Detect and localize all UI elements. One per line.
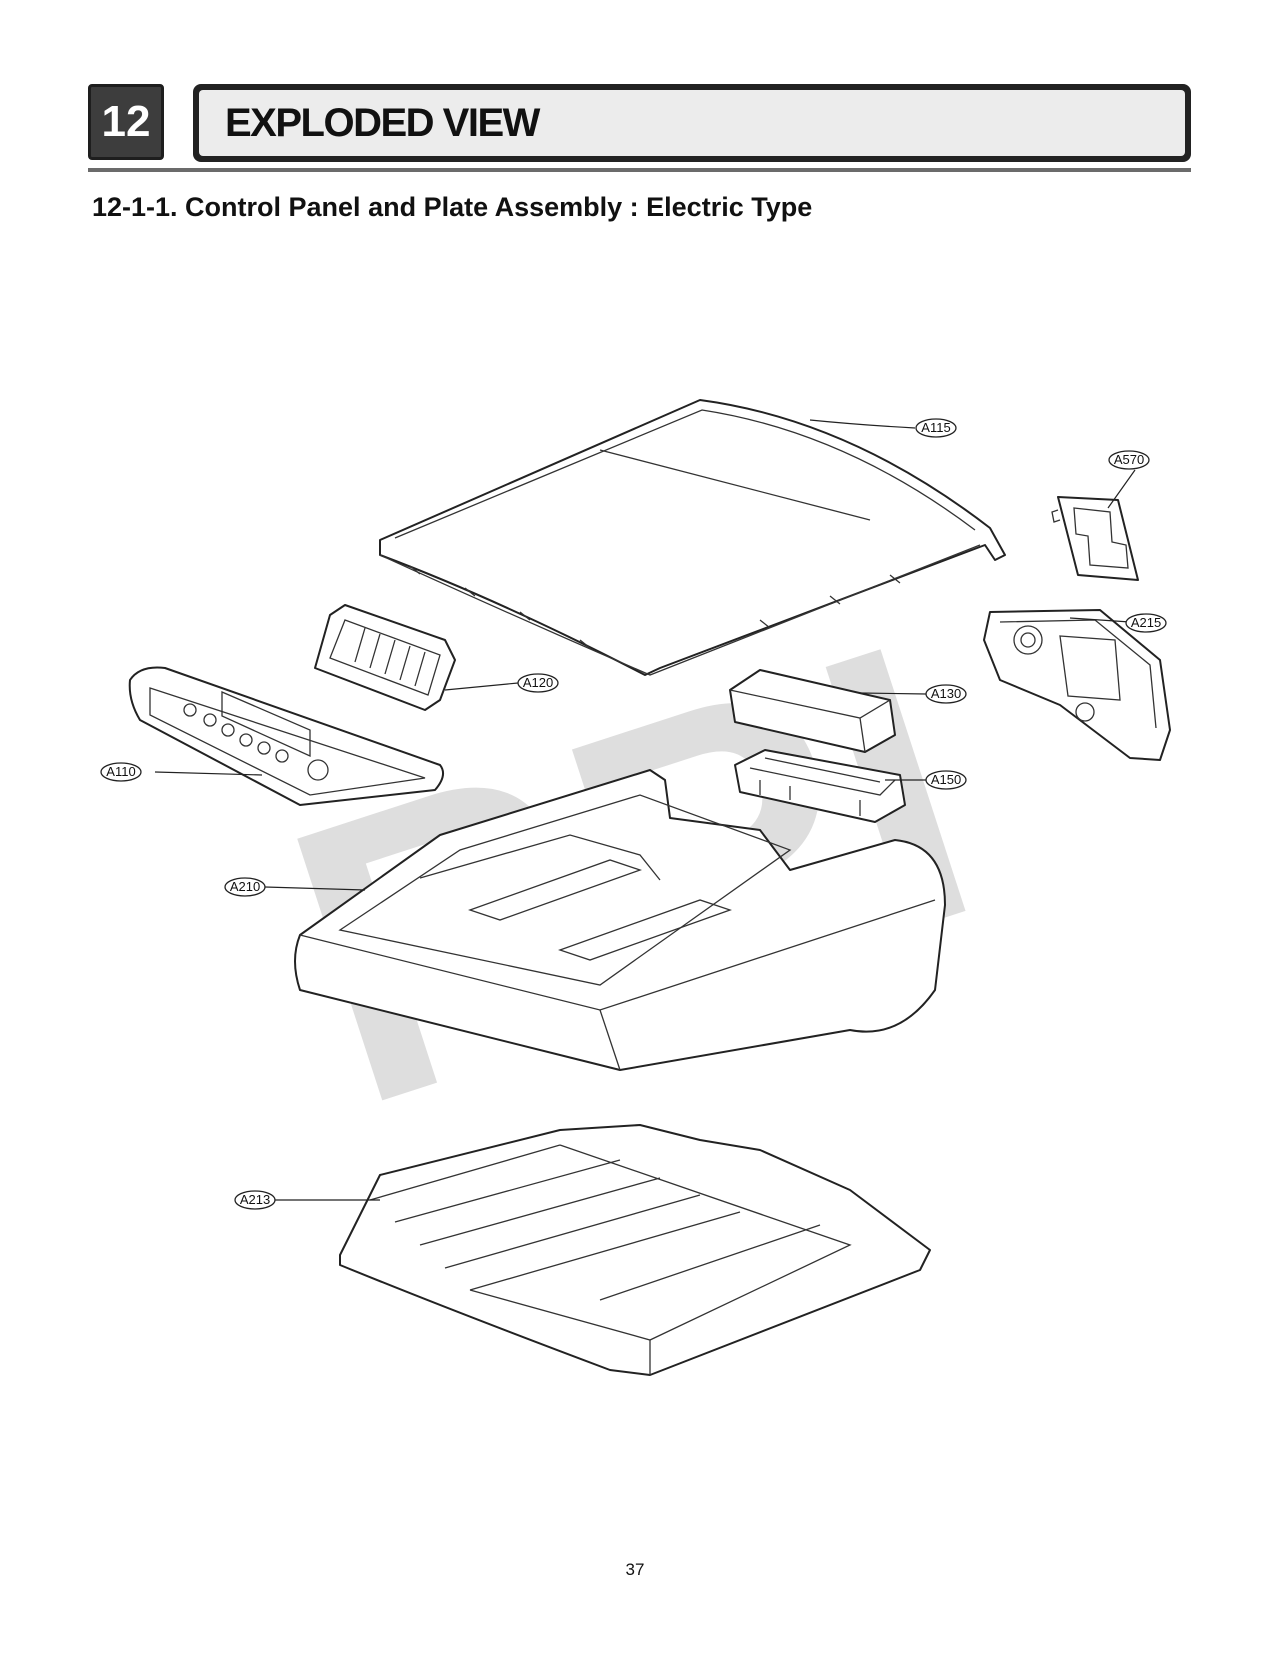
callout-a210: A210	[224, 877, 266, 897]
callout-a115: A115	[915, 418, 957, 438]
callout-a570: A570	[1108, 450, 1150, 470]
part-a570-bracket	[1051, 496, 1139, 581]
part-a120-pcb-bracket	[314, 604, 456, 711]
section-title: 12-1-1. Control Panel and Plate Assembly…	[92, 192, 813, 222]
part-a213-base-plate	[339, 1124, 931, 1376]
callout-a150: A150	[925, 770, 967, 790]
svg-text:A210: A210	[230, 879, 260, 894]
page-number: 37	[625, 1560, 645, 1579]
part-a215-rear-bracket	[983, 609, 1171, 761]
svg-text:A130: A130	[931, 686, 961, 701]
svg-text:A570: A570	[1114, 452, 1144, 467]
chapter-title-frame: EXPLODED VIEW	[193, 84, 1191, 162]
part-a115-top-cover	[379, 399, 1006, 676]
callout-a213: A213	[234, 1190, 276, 1210]
chapter-number-badge: 12	[88, 84, 164, 160]
callout-leaders	[154, 419, 1136, 1201]
callout-a130: A130	[925, 684, 967, 704]
svg-text:A110: A110	[106, 764, 135, 779]
svg-text:A120: A120	[523, 675, 553, 690]
callout-a120: A120	[517, 673, 559, 693]
part-a130-board-cover	[729, 669, 896, 753]
part-a210-control-tray	[294, 769, 946, 1071]
header-divider	[88, 168, 1191, 172]
svg-text:A115: A115	[921, 420, 950, 435]
callout-a110: A110	[100, 762, 142, 782]
svg-text:A213: A213	[240, 1192, 270, 1207]
callout-a215: A215	[1125, 613, 1167, 633]
svg-text:A150: A150	[931, 772, 961, 787]
part-a150-board-case	[734, 749, 906, 823]
svg-text:A215: A215	[1131, 615, 1161, 630]
chapter-title: EXPLODED VIEW	[199, 90, 1185, 156]
part-a110-control-panel	[128, 666, 445, 806]
